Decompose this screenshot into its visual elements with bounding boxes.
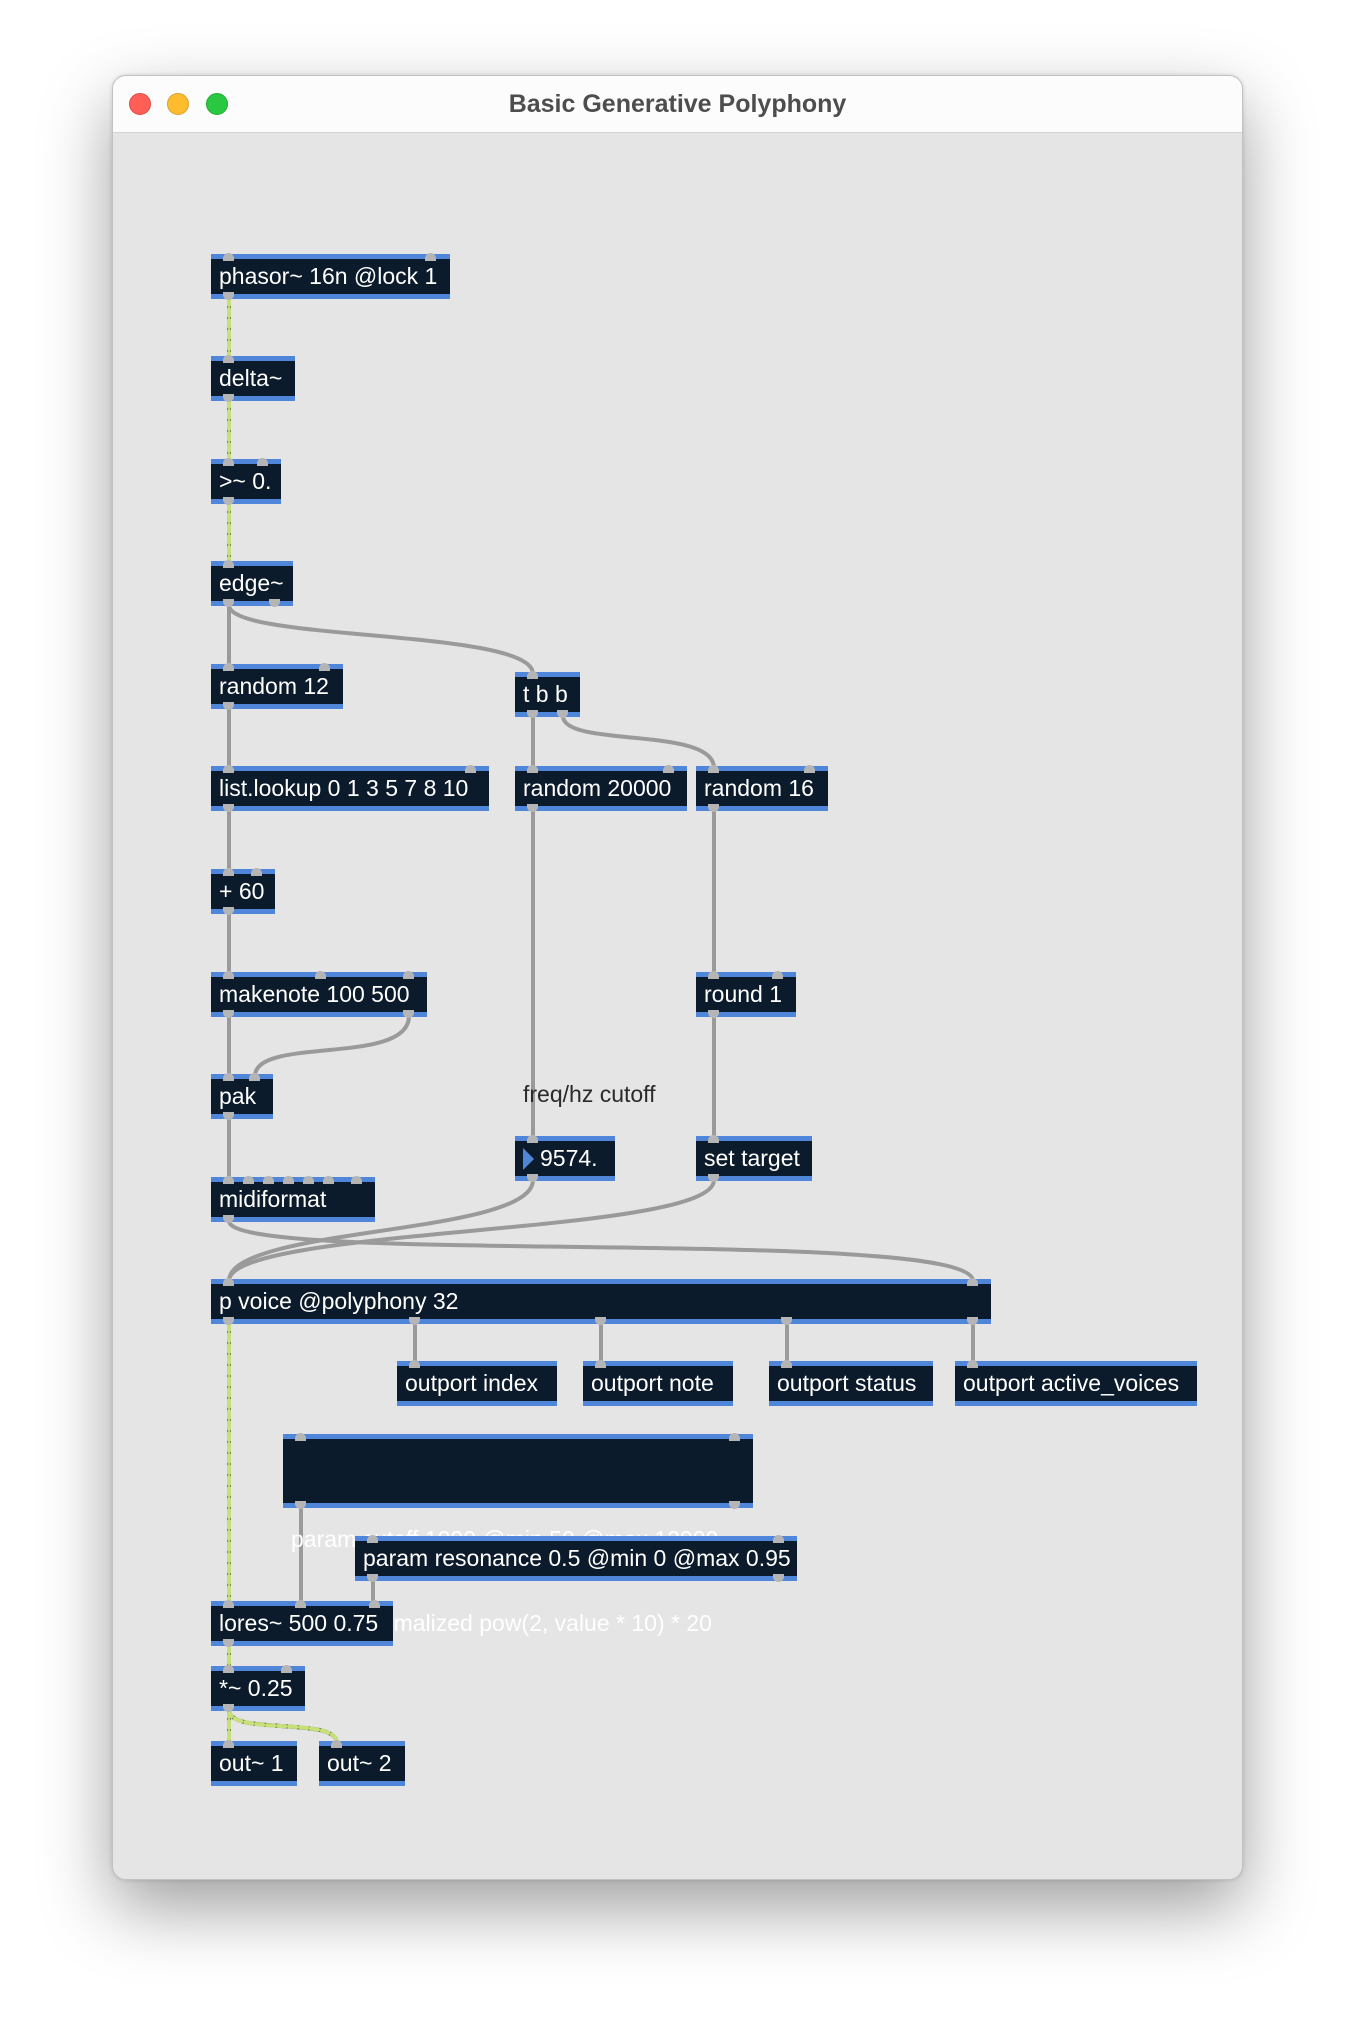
greater-equal-object[interactable]: >~ 0. — [211, 458, 281, 505]
object-text: p voice @polyphony 32 — [219, 1288, 459, 1314]
object-text: delta~ — [219, 365, 283, 391]
window-title: Basic Generative Polyphony — [508, 90, 847, 118]
trigger-object[interactable]: t b b — [515, 671, 580, 718]
out-1-object[interactable]: out~ 1 — [211, 1740, 297, 1786]
phasor-object[interactable]: phasor~ 16n @lock 1 — [211, 253, 450, 300]
object-text: lores~ 500 0.75 — [219, 1610, 379, 1636]
object-text: round 1 — [704, 981, 783, 1007]
param-cutoff-object[interactable]: param cutoff 1000 @min 50 @max 12000 @fr… — [283, 1433, 753, 1636]
outport-index-object[interactable]: outport index — [397, 1360, 557, 1406]
outport-status-object[interactable]: outport status — [769, 1360, 933, 1406]
pak-object[interactable]: pak — [211, 1073, 273, 1120]
edge-object[interactable]: edge~ — [211, 560, 293, 607]
object-text: edge~ — [219, 570, 284, 596]
makenote-object[interactable]: makenote 100 500 — [211, 971, 427, 1018]
multiply-object[interactable]: *~ 0.25 — [211, 1665, 305, 1712]
object-text: t b b — [523, 681, 568, 707]
list-lookup-object[interactable]: list.lookup 0 1 3 5 7 8 10 — [211, 765, 489, 812]
set-target-message[interactable]: set target — [696, 1135, 812, 1182]
outport-active-voices-object[interactable]: outport active_voices — [955, 1360, 1197, 1406]
lores-object[interactable]: lores~ 500 0.75 — [211, 1600, 393, 1647]
close-window-button[interactable] — [129, 93, 151, 115]
object-text: phasor~ 16n @lock 1 — [219, 263, 438, 289]
object-text: outport status — [777, 1370, 917, 1396]
object-text: random 16 — [704, 775, 814, 801]
message-text: set target — [704, 1145, 800, 1171]
random-20000-object[interactable]: random 20000 — [515, 765, 687, 812]
object-text: + 60 — [219, 878, 265, 904]
object-text: midiformat — [219, 1186, 327, 1212]
minimize-window-button[interactable] — [167, 93, 189, 115]
object-text: >~ 0. — [219, 468, 272, 494]
object-text: random 12 — [219, 673, 329, 699]
number-triangle-icon — [523, 1148, 534, 1170]
random-16-object[interactable]: random 16 — [696, 765, 828, 812]
param-resonance-object[interactable]: param resonance 0.5 @min 0 @max 0.95 — [355, 1535, 797, 1582]
cable-makenote-pak-right — [253, 1014, 411, 1078]
p-voice-object[interactable]: p voice @polyphony 32 — [211, 1278, 991, 1325]
object-text: *~ 0.25 — [219, 1675, 293, 1701]
out-2-object[interactable]: out~ 2 — [319, 1740, 405, 1786]
object-text: out~ 1 — [219, 1750, 284, 1776]
delta-object[interactable]: delta~ — [211, 355, 295, 402]
outport-note-object[interactable]: outport note — [583, 1360, 733, 1406]
patcher-window: Basic Generative Polyphony phasor~ 16n @… — [112, 75, 1243, 1880]
number-value: 9574. — [540, 1145, 598, 1171]
object-text: outport active_voices — [963, 1370, 1180, 1396]
midiformat-object[interactable]: midiformat — [211, 1176, 375, 1223]
object-text: makenote 100 500 — [219, 981, 410, 1007]
object-text: random 20000 — [523, 775, 672, 801]
object-text: list.lookup 0 1 3 5 7 8 10 — [219, 775, 469, 801]
title-bar: Basic Generative Polyphony — [113, 76, 1242, 133]
round-object[interactable]: round 1 — [696, 971, 796, 1018]
random-12-object[interactable]: random 12 — [211, 663, 343, 710]
object-text: outport note — [591, 1370, 714, 1396]
patcher-canvas[interactable]: phasor~ 16n @lock 1 delta~ >~ 0. edge~ r… — [113, 76, 1242, 1879]
cutoff-number-box[interactable]: 9574. — [515, 1135, 615, 1182]
zoom-window-button[interactable] — [206, 93, 228, 115]
object-text: param resonance 0.5 @min 0 @max 0.95 — [363, 1545, 791, 1571]
object-text: outport index — [405, 1370, 538, 1396]
cable-midiformat-pvoice — [227, 1219, 975, 1283]
plus-60-object[interactable]: + 60 — [211, 868, 275, 915]
freq-cutoff-comment: freq/hz cutoff — [523, 1081, 656, 1107]
object-text: out~ 2 — [327, 1750, 392, 1776]
object-text: pak — [219, 1083, 257, 1109]
cable-tbb-random16 — [561, 714, 716, 770]
